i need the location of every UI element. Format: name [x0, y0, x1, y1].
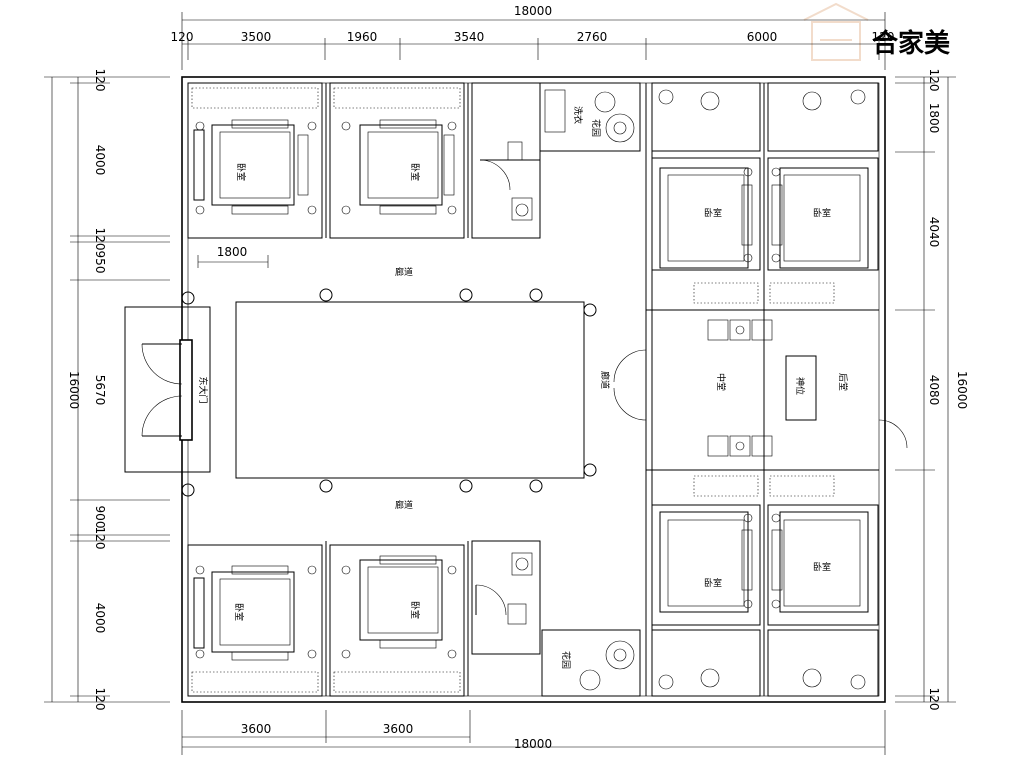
dim-left-seg-5: 5670 — [93, 375, 107, 406]
closets-upper — [693, 282, 835, 304]
dim-left-seg-6: 900 — [93, 506, 107, 529]
label-garden-top: 花园 — [590, 119, 602, 137]
dim-left-total: 16000 — [67, 371, 81, 409]
dim-right-seg-4: 4080 — [927, 375, 941, 406]
dim-left-seg-1: 120 — [93, 69, 107, 92]
dim-left-seg-4: 950 — [93, 251, 107, 274]
dim-left-seg-7: 120 — [93, 527, 107, 550]
label-bedroom-tl1: 卧室 — [235, 163, 247, 181]
bottom-dimension-lines — [181, 710, 886, 755]
right-dimension-lines — [895, 76, 956, 703]
label-bedroom-eu1: 卧室 — [704, 207, 722, 219]
label-corridor-south: 廊道 — [395, 499, 413, 511]
dim-bottom-seg-2: 3600 — [383, 722, 414, 736]
bedroom-east-upper-2 — [767, 157, 879, 271]
label-bedroom-el1: 卧室 — [704, 577, 722, 589]
gate-porch — [124, 306, 211, 473]
interior-walls — [325, 83, 765, 696]
dim-top-seg-6: 6000 — [747, 30, 778, 44]
rear-door[interactable] — [878, 419, 908, 449]
dim-left-seg-3: 120 — [93, 228, 107, 251]
dim-top-seg-7: 120 — [872, 30, 895, 44]
label-main-gate: 东大门 — [197, 376, 209, 403]
main-gate-door[interactable] — [141, 343, 183, 437]
bedroom-east-lower-2 — [767, 504, 879, 626]
dim-top-seg-4: 3540 — [454, 30, 485, 44]
label-shrine: 神位 — [794, 377, 806, 395]
dim-top-seg-1: 120 — [171, 30, 194, 44]
bathroom-top — [471, 82, 541, 239]
label-corridor-north: 廊道 — [395, 266, 413, 278]
label-bedroom-el2: 卧室 — [813, 561, 831, 573]
bathroom-bottom — [471, 540, 541, 655]
courtyard — [235, 301, 585, 479]
bathroom-east-bottom-2 — [767, 629, 879, 697]
label-corridor-east: 廊道 — [599, 371, 611, 389]
dim-bottom-total: 18000 — [514, 737, 552, 751]
label-middle-hall: 中堂 — [715, 373, 727, 391]
bedroom-top-left-2 — [329, 82, 465, 239]
label-bedroom-tl2: 卧室 — [409, 163, 421, 181]
bedroom-east-upper-1 — [651, 157, 761, 271]
bathroom-east-top-2 — [767, 82, 879, 152]
inner-1800-dim — [197, 255, 269, 268]
top-dimension-lines — [181, 12, 886, 70]
dim-left-seg-9: 120 — [93, 688, 107, 711]
gate-opening — [179, 339, 193, 441]
bedroom-bottom-left-1 — [187, 544, 323, 697]
dim-inner-1800: 1800 — [217, 245, 248, 259]
dim-bottom-seg-1: 3600 — [241, 722, 272, 736]
dim-right-total: 16000 — [955, 371, 969, 409]
dim-left-seg-8: 4000 — [93, 603, 107, 634]
dim-right-seg-3: 4040 — [927, 217, 941, 248]
dim-top-seg-5: 2760 — [577, 30, 608, 44]
label-laundry: 洗衣 — [572, 106, 584, 124]
dim-top-total: 18000 — [514, 4, 552, 18]
middle-hall — [646, 309, 879, 471]
dim-top-seg-3: 1960 — [347, 30, 378, 44]
label-garden-bottom: 花园 — [560, 651, 572, 669]
left-dimension-lines — [44, 76, 170, 703]
middle-hall-door[interactable] — [613, 349, 647, 421]
dim-left-seg-2: 4000 — [93, 145, 107, 176]
dim-right-seg-2: 1800 — [927, 103, 941, 134]
label-bedroom-bl1: 卧室 — [233, 603, 245, 621]
courtyard-columns — [181, 288, 597, 497]
bedroom-top-left-1 — [187, 82, 323, 239]
dim-top-seg-2: 3500 — [241, 30, 272, 44]
laundry-garden-top — [539, 82, 641, 152]
label-bedroom-bl2: 卧室 — [409, 601, 421, 619]
label-bedroom-eu2: 卧室 — [813, 207, 831, 219]
house-logo-icon — [803, 2, 869, 61]
closets-lower — [693, 475, 835, 497]
label-rear-hall: 后堂 — [837, 373, 849, 391]
dim-right-seg-5: 120 — [927, 688, 941, 711]
bedroom-bottom-left-2 — [329, 544, 465, 697]
garden-bottom — [541, 629, 641, 697]
dim-right-seg-1: 120 — [927, 69, 941, 92]
bedroom-east-lower-1 — [651, 504, 761, 626]
